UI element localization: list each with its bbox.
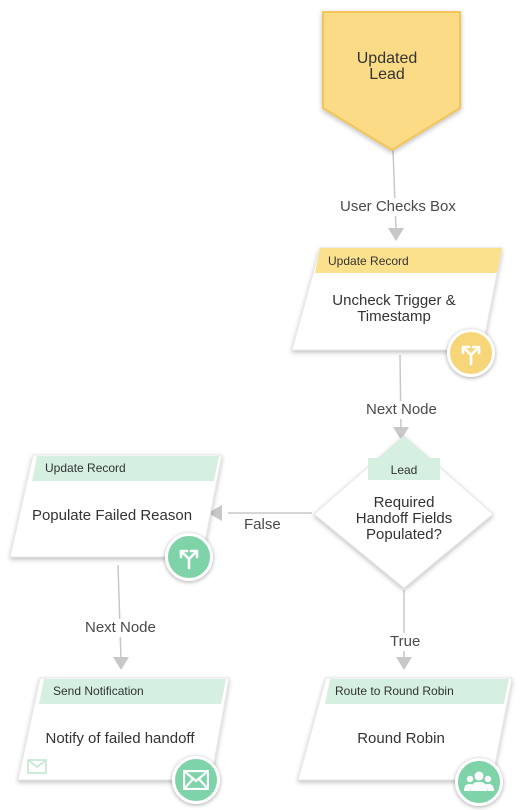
populate-failed-node[interactable]	[9, 454, 223, 558]
start-node[interactable]	[322, 11, 461, 151]
populate-failed-text: Populate Failed Reason	[31, 507, 193, 524]
send-notification-text: Notify of failed handoff	[45, 730, 195, 747]
decision-text: Required Handoff Fields Populated?	[355, 494, 453, 543]
round-robin-text: Round Robin	[357, 730, 445, 747]
connector-label-false: False	[241, 516, 284, 534]
populate-failed-badge[interactable]	[165, 533, 213, 581]
update-trigger-text: Uncheck Trigger & Timestamp	[332, 292, 456, 325]
decision-node[interactable]	[313, 435, 494, 589]
populate-failed-header-bar	[32, 456, 219, 481]
connector-label-next-node: Next Node	[363, 401, 440, 419]
people-icon	[464, 771, 494, 791]
round-robin-header-bar	[325, 679, 509, 704]
update-trigger-node[interactable]	[291, 247, 503, 351]
send-notification-badge[interactable]	[172, 756, 220, 804]
update-trigger-badge[interactable]	[447, 329, 495, 377]
decision-header: Lead	[390, 463, 418, 477]
start-node-label: Updated Lead	[356, 50, 418, 83]
update-trigger-header-bar	[315, 248, 502, 273]
populate-failed-header: Update Record	[45, 461, 126, 475]
envelope-icon	[183, 770, 209, 790]
connector-label-next-node-2: Next Node	[82, 619, 159, 637]
branch-icon	[179, 549, 199, 570]
connector-label-true: True	[387, 633, 424, 651]
round-robin-badge[interactable]	[455, 758, 503, 806]
update-trigger-header: Update Record	[328, 254, 409, 268]
send-notification-header-bar	[39, 679, 226, 704]
branch-icon	[461, 345, 481, 366]
decision-header-band	[368, 458, 440, 480]
connector-lines	[117, 149, 405, 661]
send-notification-header: Send Notification	[53, 684, 144, 698]
send-notification-node[interactable]	[17, 677, 230, 781]
connector-arrowheads	[113, 228, 412, 670]
connector-label-user-checks-box: User Checks Box	[337, 198, 459, 216]
envelope-small-icon	[27, 759, 47, 774]
round-robin-node[interactable]	[297, 677, 513, 781]
round-robin-header: Route to Round Robin	[335, 684, 454, 698]
